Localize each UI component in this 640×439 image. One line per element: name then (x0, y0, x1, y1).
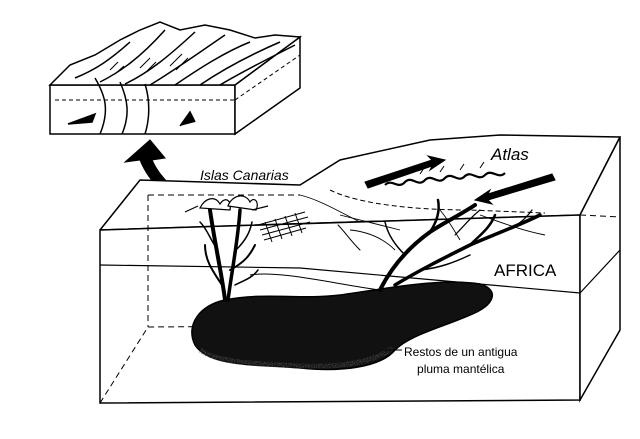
volcanic-islands (184, 195, 269, 213)
plume-label-line1: Restos de un antigua (404, 345, 518, 359)
canary-conduits (199, 208, 259, 302)
islas-canarias-label: Islas Canarias (200, 167, 289, 183)
atlas-conduits (337, 198, 542, 292)
plume-label: Restos de un antigua pluma mantélica (404, 344, 517, 378)
plume-label-line2: pluma mantélica (417, 362, 505, 376)
atlas-surface (364, 155, 556, 205)
mantle-plume (191, 281, 493, 371)
hatched-area (257, 211, 311, 243)
africa-label: AFRICA (494, 261, 557, 280)
atlas-label: Atlas (491, 145, 529, 164)
inset-block (48, 21, 303, 136)
fault-traces (299, 194, 546, 251)
